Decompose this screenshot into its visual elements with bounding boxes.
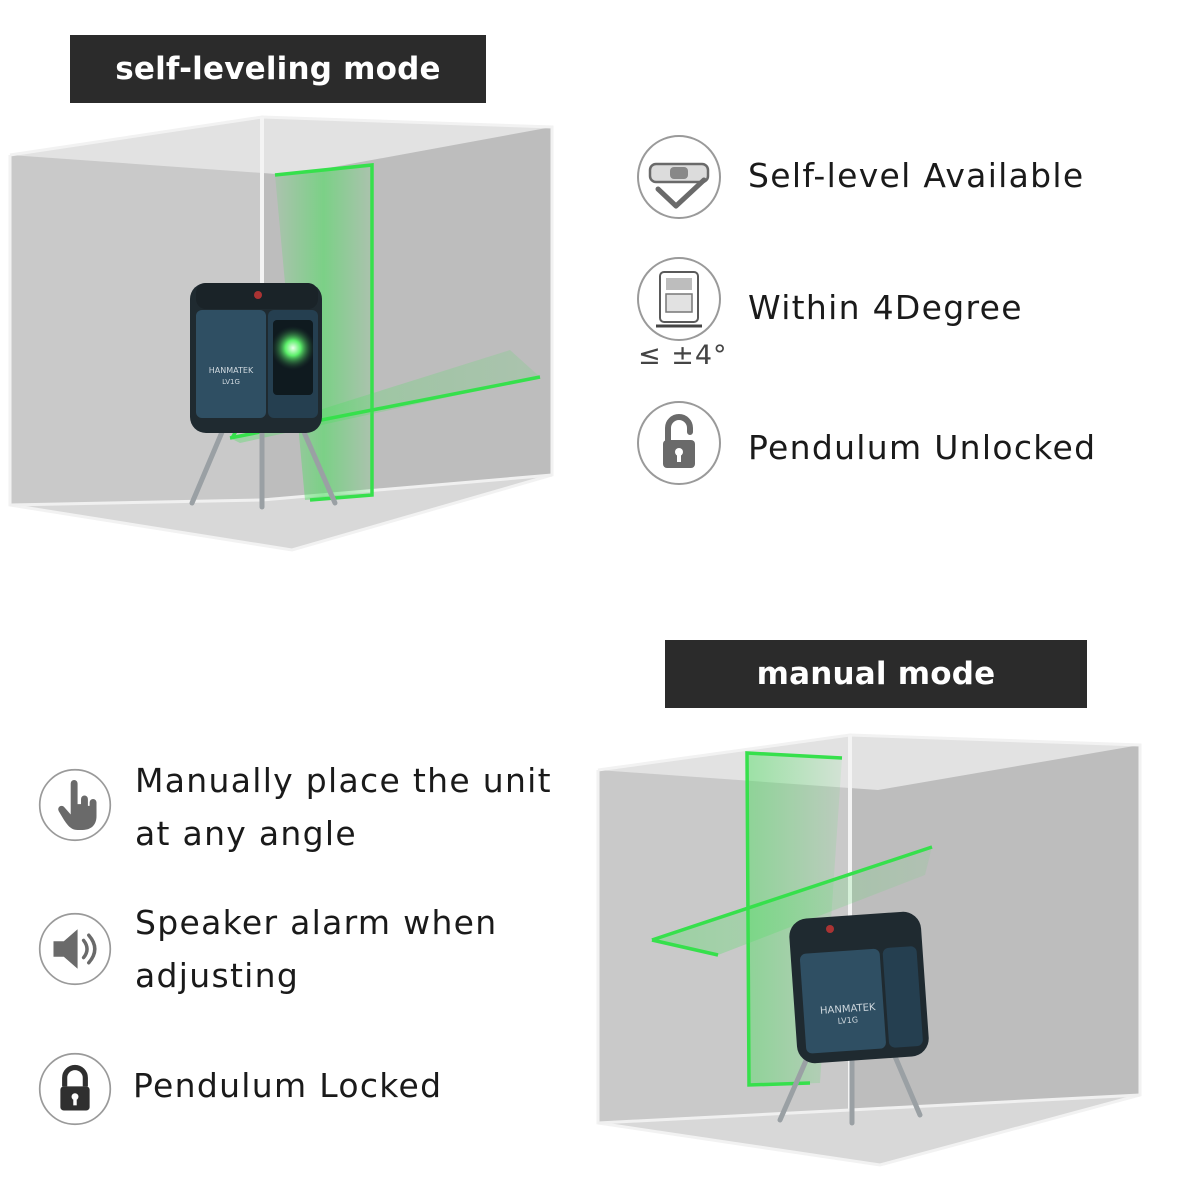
manual-mode-banner: manual mode (665, 640, 1087, 708)
speaker-alarm-label: Speaker alarm when adjusting (135, 896, 497, 1002)
unlocked-padlock-icon (637, 401, 721, 485)
device-model-label: LV1G (837, 1015, 858, 1025)
manual-mode-title: manual mode (756, 656, 996, 692)
self-level-available-label: Self-level Available (748, 156, 1085, 195)
pendulum-locked-label: Pendulum Locked (133, 1066, 443, 1105)
self-leveling-room-illustration: HANMATEK LV1G (8, 115, 554, 552)
horizontal-laser-plane (651, 845, 933, 957)
pendulum-unlocked-label: Pendulum Unlocked (748, 428, 1097, 467)
tilt-range-note: ≤ ±4° (638, 340, 728, 371)
manual-placement-line2: at any angle (135, 814, 357, 853)
device-brand-label: HANMATEK (209, 366, 254, 375)
speaker-icon (38, 912, 112, 986)
speaker-alarm-line1: Speaker alarm when (135, 903, 498, 942)
self-leveling-mode-banner: self-leveling mode (70, 35, 486, 103)
device-brand-label: HANMATEK (820, 1002, 877, 1017)
tilt-range-icon (637, 257, 721, 341)
hand-pointer-icon (38, 768, 112, 842)
self-leveling-mode-title: self-leveling mode (115, 51, 441, 87)
manual-placement-line1: Manually place the unit (135, 761, 552, 800)
manual-placement-label: Manually place the unit at any angle (135, 754, 552, 860)
speaker-alarm-line2: adjusting (135, 956, 300, 995)
manual-mode-room-illustration: HANMATEK LV1G (596, 733, 1142, 1167)
tripod (189, 420, 338, 510)
level-check-icon (637, 135, 721, 219)
device-model-label: LV1G (222, 378, 240, 386)
laser-level-device: HANMATEK LV1G (190, 283, 322, 433)
laser-level-device: HANMATEK LV1G (789, 911, 929, 1064)
within-4-degree-label: Within 4Degree (748, 288, 1023, 327)
locked-padlock-icon (38, 1052, 112, 1126)
